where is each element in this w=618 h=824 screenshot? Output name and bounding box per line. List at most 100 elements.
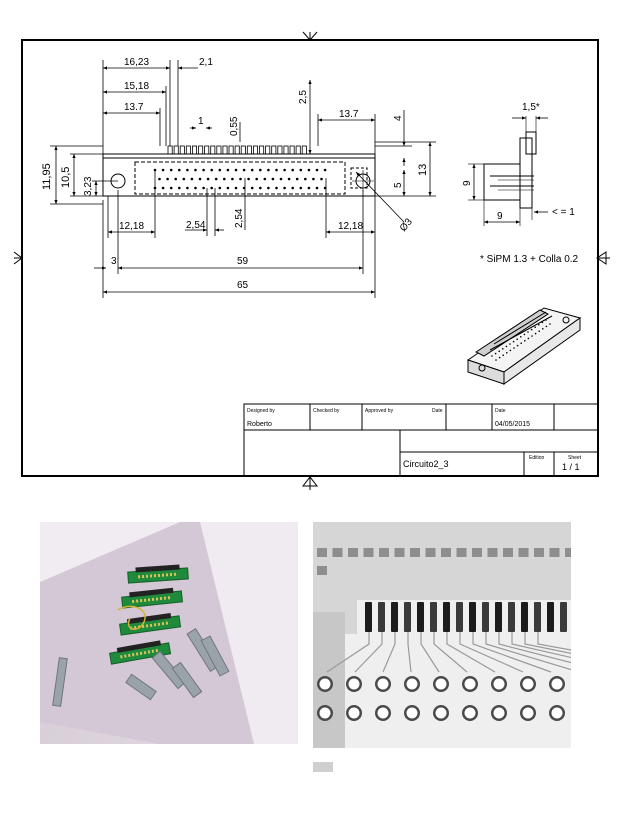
iso-pin xyxy=(505,345,508,348)
pin-teeth xyxy=(167,145,307,155)
xray-pad-hole xyxy=(522,678,534,690)
pin-dot xyxy=(234,186,238,190)
pcb-board xyxy=(127,564,189,584)
iso-pin xyxy=(520,336,522,338)
pin-tooth xyxy=(204,145,210,155)
xray-fragment xyxy=(313,762,333,772)
pin-dot xyxy=(169,186,173,190)
pin-tooth xyxy=(240,145,246,155)
iso-pin xyxy=(549,323,551,325)
pin-dot xyxy=(218,168,222,172)
iso-pin xyxy=(545,319,547,321)
xray-trace xyxy=(472,632,552,673)
xray-pin xyxy=(469,602,476,632)
pin-tooth xyxy=(277,145,283,155)
xray-pad-top xyxy=(363,548,374,557)
pcb-pad xyxy=(165,573,169,577)
pin-dot xyxy=(255,177,258,181)
xray-pad-hole xyxy=(348,678,360,690)
pin-dot xyxy=(239,177,242,181)
xray-traces xyxy=(326,632,571,673)
pin-tooth xyxy=(179,145,185,155)
xray-pin xyxy=(443,602,450,632)
pcb-pad xyxy=(155,597,159,601)
pin-dot xyxy=(223,177,226,181)
pin-dot xyxy=(295,177,299,181)
pin-dot xyxy=(186,168,189,172)
drawing-title: Circuito2_3 xyxy=(403,459,449,469)
xray-image xyxy=(313,522,571,748)
pcb-pad xyxy=(141,574,145,579)
dim-10-5: 10,5 xyxy=(60,167,72,188)
center-mark-bottom xyxy=(301,476,319,490)
pin-dot xyxy=(304,177,307,181)
pcb-pad xyxy=(153,623,157,627)
pcb-pad xyxy=(151,649,155,653)
iso-pin xyxy=(534,326,536,329)
xray-pad-hole xyxy=(464,678,476,690)
pcb-pad xyxy=(128,653,131,658)
pin-tooth xyxy=(283,145,289,155)
iso-pin xyxy=(516,344,519,347)
label-checked-by: Checked by xyxy=(313,408,340,414)
iso-pin xyxy=(509,343,511,345)
xray-pad-hole xyxy=(435,707,447,719)
label-date-2: Date xyxy=(495,408,506,414)
dim-1: 1 xyxy=(198,116,204,127)
xray-pad-hole xyxy=(493,707,505,719)
pcb-pad xyxy=(147,650,151,654)
dim-13-7-right: 13.7 xyxy=(339,109,359,120)
pin-dot xyxy=(174,177,177,181)
dim-le-1: < = 1 xyxy=(552,207,575,218)
iso-pin xyxy=(495,359,497,361)
xray-trace xyxy=(326,632,370,673)
xray-pad-hole xyxy=(319,707,331,719)
pin-dot xyxy=(202,168,205,172)
dim-13-7-left: 13.7 xyxy=(124,102,144,113)
dim-11-95: 11,95 xyxy=(41,163,53,190)
pin-dot xyxy=(315,168,319,172)
iso-pin xyxy=(520,342,522,345)
xray-trace xyxy=(485,632,571,671)
xray-trace xyxy=(446,632,496,673)
xray-pad-hole xyxy=(319,678,331,690)
label-edition: Edition xyxy=(529,455,545,461)
pin-dot xyxy=(194,186,197,190)
iso-pin xyxy=(513,347,515,349)
dim-59: 59 xyxy=(237,256,249,267)
pcb-pad xyxy=(163,596,167,600)
pin-dot xyxy=(226,186,230,190)
pin-dot xyxy=(206,177,210,181)
iso-pin xyxy=(516,338,518,341)
pin-dot xyxy=(267,186,270,190)
pin-dot xyxy=(210,186,213,190)
xray-trace xyxy=(459,632,524,673)
xray-pad-top xyxy=(394,548,405,557)
pcb-pad xyxy=(143,650,147,655)
label-date-1: Date xyxy=(432,408,443,414)
pin-dot xyxy=(178,168,181,172)
pcb-photo xyxy=(40,522,298,744)
pin-dot xyxy=(214,177,218,181)
pcb-board xyxy=(119,613,182,636)
pcb-pad xyxy=(131,653,135,657)
pcb-pad xyxy=(124,654,127,658)
xray-pin xyxy=(417,602,424,632)
pin-dot xyxy=(186,186,189,190)
pin-tooth xyxy=(191,145,197,155)
xray-pad-top xyxy=(456,548,467,557)
sheet-number: 1 / 1 xyxy=(562,462,580,472)
pin-dot xyxy=(158,177,161,181)
pin-dot xyxy=(315,186,319,190)
pin-dot xyxy=(198,177,202,181)
xray-pad-top xyxy=(487,548,498,557)
pin-tooth xyxy=(216,145,222,155)
pin-dot xyxy=(178,186,181,190)
xray-pads xyxy=(317,676,565,721)
connector-front-view xyxy=(102,145,376,197)
pcb-pad xyxy=(143,598,147,602)
iso-pin xyxy=(502,354,505,357)
pcb-pad xyxy=(137,575,141,579)
xray-pin xyxy=(482,602,489,632)
pin-tooth xyxy=(265,145,271,155)
